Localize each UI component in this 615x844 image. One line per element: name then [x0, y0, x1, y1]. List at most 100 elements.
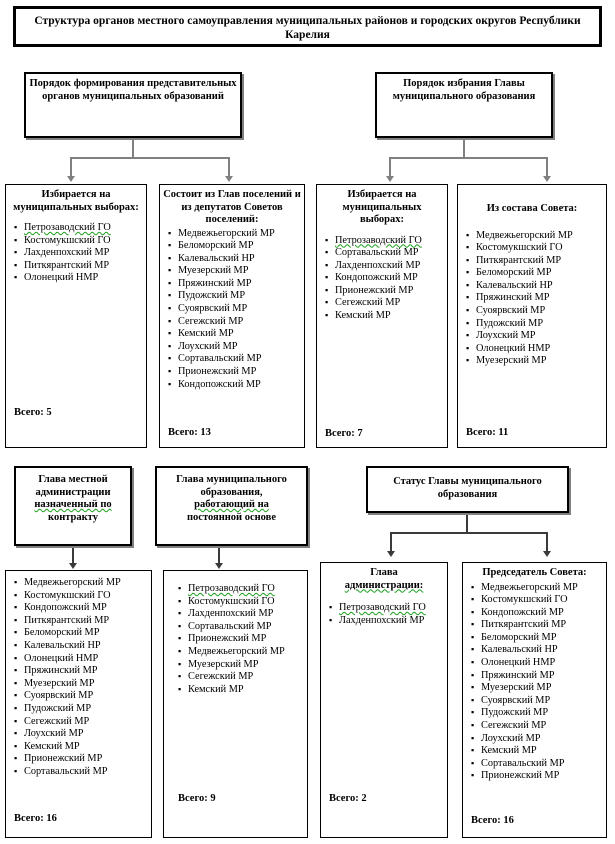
head-elected-municipal-list: Петрозаводский ГО Сортавальский МР Лахде…: [317, 234, 447, 323]
elected-municipal-box: Избирается на муниципальных выборах: Пет…: [5, 184, 147, 448]
list-item: Костомукшский ГО: [178, 595, 305, 609]
list-item: Пряжинский МР: [466, 292, 604, 305]
list-item: Прионежский МР: [14, 752, 149, 766]
list-item: Питкярантский МР: [466, 254, 604, 268]
list-item: Сортавальский МР: [471, 757, 604, 771]
list-item: Прионежский МР: [325, 284, 445, 298]
list-item: Суоярвский МР: [14, 689, 149, 703]
list-item: Лахденпохский МР: [14, 246, 144, 260]
list-item: Беломорский МР: [168, 239, 302, 253]
list-item: Костомукшский ГО: [466, 241, 604, 255]
connector-arrow-right-1: [386, 176, 394, 182]
council-formation-header-label: Порядок формирования представительных ор…: [29, 78, 237, 102]
list-item: Сегежский МР: [14, 715, 149, 729]
list-item: Сегежский МР: [325, 297, 445, 310]
council-chairman-box: Председатель Совета: Медвежьегорский МР …: [462, 562, 607, 838]
list-item: Кондопожский МР: [168, 378, 302, 392]
list-item: Сегежский МР: [178, 670, 305, 684]
list-item: Кемский МР: [14, 740, 149, 754]
list-item: Кондопожский МР: [14, 601, 149, 615]
header-line-3: назначенный по: [34, 499, 112, 510]
list-item: Прионежский МР: [168, 365, 302, 379]
list-item: Медвежьегорский МР: [168, 227, 302, 241]
list-item: Пудожский МР: [471, 706, 604, 720]
list-item: Кондопожский МР: [471, 606, 604, 620]
connector-drop-status-2: [546, 532, 548, 552]
list-item: Медвежьегорский МР: [14, 576, 149, 590]
elected-municipal-list: Петрозаводский ГО Костомукшский ГО Лахде…: [6, 221, 146, 285]
connector-drop-status-1: [390, 532, 392, 552]
council-chairman-title: Председатель Совета:: [482, 567, 587, 578]
list-item: Пряжинский МР: [14, 664, 149, 678]
head-status-header-label: Статус Главы муниципального образования: [393, 476, 542, 500]
connector-arrow-left-2: [225, 176, 233, 182]
list-item: Медвежьегорский МР: [178, 645, 305, 659]
list-item: Лоухский МР: [168, 340, 302, 354]
list-item: Петрозаводский ГО: [14, 221, 144, 235]
connector-arrow-status-1: [387, 551, 395, 557]
list-item: Пряжинский МР: [168, 277, 302, 291]
head-permanent-header-label: Глава муниципального образования, работа…: [157, 468, 306, 524]
from-council-list: Медвежьегорский МР Костомукшский ГО Питк…: [458, 229, 606, 369]
list-item: Сегежский МР: [168, 315, 302, 329]
list-item: Костомукшский ГО: [14, 234, 144, 248]
list-item: Пряжинский МР: [471, 669, 604, 683]
connector-arrow-contract: [69, 563, 77, 569]
list-item: Олонецкий НМР: [466, 342, 604, 356]
connector-arrow-permanent: [215, 563, 223, 569]
list-item: Кемский МР: [471, 744, 604, 758]
connector-arrow-left-1: [67, 176, 75, 182]
list-item: Муезерский МР: [178, 658, 305, 672]
list-item: Лахденпохский МР: [329, 614, 445, 628]
header-line-4: контракту: [48, 511, 98, 523]
list-item: Олонецкий НМР: [14, 271, 144, 285]
council-chairman-total: Всего: 16: [471, 815, 514, 826]
list-item: Лахденпохский МР: [325, 259, 445, 273]
head-election-header-box: Порядок избрания Главы муниципального об…: [375, 72, 553, 138]
head-of-administration-total: Всего: 2: [329, 793, 367, 804]
connector-bar-status: [390, 532, 548, 534]
list-item: Медвежьегорский МР: [466, 229, 604, 243]
from-council-box: Из состава Совета: Медвежьегорский МР Ко…: [457, 184, 607, 448]
list-item: Олонецкий НМР: [471, 656, 604, 670]
connector-drop-left-1: [70, 157, 72, 177]
connector-arrow-status-2: [543, 551, 551, 557]
composed-of-heads-list: Медвежьегорский МР Беломорский МР Калева…: [160, 227, 304, 392]
list-item: Суоярвский МР: [466, 304, 604, 318]
permanent-list-total: Всего: 9: [178, 793, 216, 804]
header-line-3: работающий на: [194, 499, 269, 510]
list-item: Суоярвский МР: [168, 302, 302, 316]
list-item: Калевальский НР: [168, 252, 302, 266]
list-item: Калевальский НР: [466, 279, 604, 293]
list-item: Олонецкий НМР: [14, 652, 149, 666]
list-item: Калевальский НР: [471, 644, 604, 657]
header-line-1: Глава муниципального: [176, 474, 287, 485]
elected-municipal-total: Всего: 5: [14, 407, 52, 418]
list-item: Лахденпохский МР: [178, 607, 305, 621]
list-item: Сортавальский МР: [178, 620, 305, 634]
connector-arrow-right-2: [543, 176, 551, 182]
list-item: Сегежский МР: [471, 719, 604, 733]
list-item: Сортавальский МР: [325, 246, 445, 260]
head-admin-contract-header-label: Глава местной администрации назначенный …: [16, 468, 130, 524]
contract-list-box: Медвежьегорский МР Костомукшский ГО Конд…: [5, 570, 152, 838]
page-title: Структура органов местного самоуправлени…: [34, 15, 581, 41]
list-item: Муезерский МР: [168, 264, 302, 278]
list-item: Прионежский МР: [471, 769, 604, 783]
header-line-1: Глава местной: [38, 474, 108, 485]
elected-municipal-title: Избирается на муниципальных выборах:: [13, 189, 139, 213]
connector-drop-left-2: [228, 157, 230, 177]
list-item: Кемский МР: [168, 327, 302, 341]
list-item: Костомукшский ГО: [14, 589, 149, 603]
list-item: Медвежьегорский МР: [471, 581, 604, 595]
connector-bar-left: [70, 157, 230, 159]
permanent-list: Петрозаводский ГО Костомукшский ГО Лахде…: [164, 582, 307, 696]
council-formation-header-box: Порядок формирования представительных ор…: [24, 72, 242, 138]
list-item: Костомукшский ГО: [471, 593, 604, 607]
connector-drop-permanent: [218, 548, 220, 564]
permanent-list-box: Петрозаводский ГО Костомукшский ГО Лахде…: [163, 570, 308, 838]
connector-stem-status: [466, 515, 468, 533]
list-item: Лоухский МР: [466, 329, 604, 343]
